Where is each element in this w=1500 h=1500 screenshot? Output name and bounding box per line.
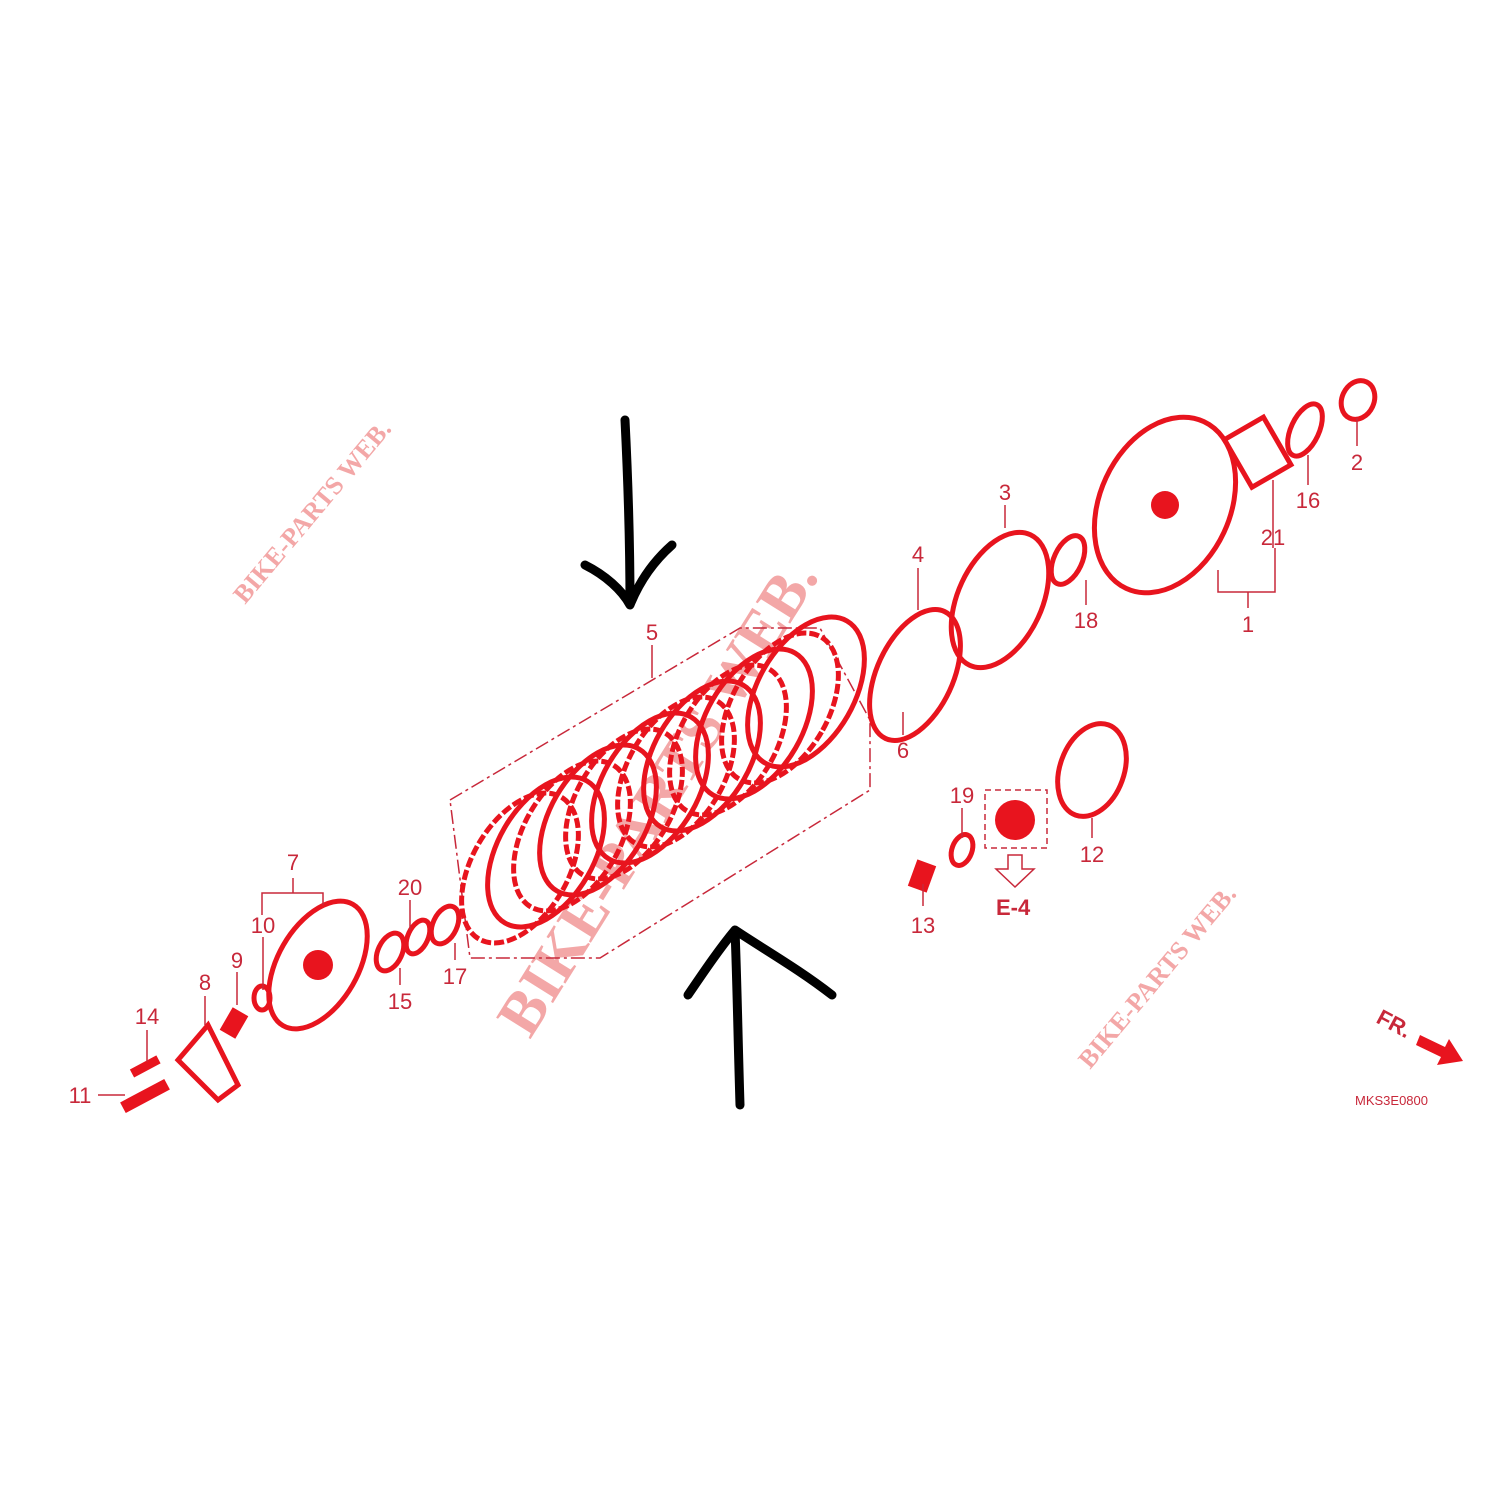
watermark: BIKE-PARTS WEB.	[227, 415, 397, 609]
part-2-bushing	[1338, 378, 1378, 422]
part-label-6: 6	[897, 738, 909, 763]
part-label-9: 9	[231, 948, 243, 973]
part-21-bearing	[1221, 413, 1295, 491]
part-1-center	[1151, 491, 1179, 519]
part-label-13: 13	[911, 913, 935, 938]
diagram-code: MKS3E0800	[1355, 1093, 1428, 1108]
part-label-1: 1	[1242, 612, 1254, 637]
clutch-plate-set-outline	[449, 627, 871, 959]
part-label-3: 3	[999, 480, 1011, 505]
part-9-spring	[219, 1007, 249, 1039]
part-label-5: 5	[646, 620, 658, 645]
part-14-bolt	[129, 1055, 161, 1078]
part-10-o-ring	[251, 983, 273, 1013]
part-label-16: 16	[1296, 488, 1320, 513]
part-18-washer	[1048, 533, 1088, 587]
part-20-washer	[403, 917, 433, 957]
down-arrow-annotation-icon	[580, 415, 677, 610]
part-label-19: 19	[950, 783, 974, 808]
part-19-washer	[948, 832, 976, 868]
clutch-plate	[719, 630, 841, 786]
part-label-2: 2	[1351, 450, 1363, 475]
part-6-ring	[867, 607, 963, 743]
clutch-plate	[745, 614, 867, 770]
part-16-washer	[1285, 401, 1325, 459]
front-direction-label: FR.	[1373, 1004, 1416, 1043]
clutch-plates	[459, 614, 867, 946]
part-17-washer	[428, 903, 462, 947]
leader-lines	[98, 418, 1358, 1096]
front-arrow-icon	[1416, 1035, 1463, 1065]
reference-box	[984, 789, 1048, 849]
part-label-8: 8	[199, 970, 211, 995]
watermark: BIKE-PARTS WEB.	[1072, 880, 1242, 1074]
part-3-clutch-hub	[948, 529, 1052, 671]
part-label-15: 15	[388, 989, 412, 1014]
part-label-11: 11	[69, 1083, 92, 1108]
part-label-4: 4	[912, 542, 924, 567]
part-12-gear	[1055, 721, 1129, 819]
part-label-12: 12	[1080, 842, 1104, 867]
clutch-plate	[693, 646, 815, 802]
part-8-plate	[174, 1020, 242, 1104]
part-label-21: 21	[1261, 525, 1285, 550]
part-13-bolt	[907, 859, 937, 893]
needle-bearing	[995, 800, 1035, 840]
part-label-20: 20	[398, 875, 422, 900]
part-11-bolt	[120, 1078, 170, 1114]
part-1-clutch-outer	[1091, 414, 1239, 596]
part-label-10: 10	[251, 913, 275, 938]
up-arrow-annotation-icon	[683, 925, 837, 1110]
part-7-center	[303, 950, 333, 980]
part-label-17: 17	[443, 964, 467, 989]
part-label-7: 7	[287, 850, 299, 875]
part-label-18: 18	[1074, 608, 1098, 633]
reference-arrow-icon	[994, 854, 1036, 889]
part-label-14: 14	[135, 1004, 159, 1029]
reference-label: E-4	[996, 895, 1031, 920]
part-15-bearing	[373, 930, 407, 974]
part-7-pressure-plate	[266, 898, 370, 1032]
